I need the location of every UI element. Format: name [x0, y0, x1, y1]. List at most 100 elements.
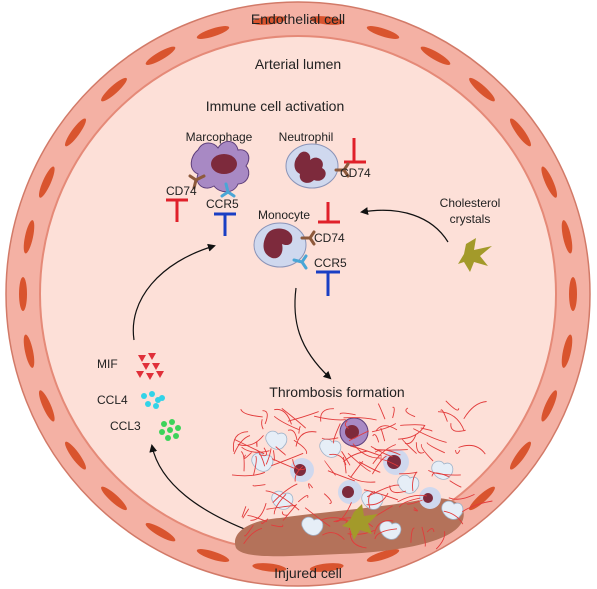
fibrin-strand [320, 408, 334, 422]
fibrin-strand [420, 444, 434, 462]
fibrin-strand [273, 415, 299, 431]
fibrin-strand [445, 400, 460, 411]
fibrin-strand [243, 452, 252, 459]
macrophage-cell [188, 141, 250, 198]
fibrin-strand [426, 528, 435, 533]
macrophage-label: Marcophage [185, 130, 253, 144]
cholesterol-crystals-label-line2: crystals [449, 212, 491, 226]
fibrin-strand [341, 451, 351, 466]
fibrin-strand [437, 411, 465, 432]
fibrin-mesh [231, 400, 493, 550]
neutrophil-nucleus [294, 151, 326, 183]
fibrin-strand [450, 423, 466, 432]
ccl3-particle [175, 425, 181, 431]
fibrin-strand [243, 527, 263, 545]
arrow-cholesterol-to-monocyte [360, 207, 449, 243]
fibrin-strand [410, 527, 415, 543]
fibrin-strand [366, 484, 400, 498]
mif-particle [146, 373, 154, 380]
fibrin-strand [324, 460, 336, 476]
trapped-cell-3-nucleus [342, 486, 354, 498]
endothelial-nucleus [469, 486, 495, 511]
trapped-cell-4-nucleus [423, 493, 433, 503]
fibrin-strand [455, 449, 461, 454]
fibrin-strand [349, 530, 367, 549]
platelet-clusters [251, 430, 464, 540]
fibrin-strand [297, 495, 309, 503]
ccl4-label: CCL4 [97, 393, 128, 407]
fibrin-strand [405, 407, 416, 418]
inhibitor-ccr5-macrophage [214, 212, 236, 236]
fibrin-strand [413, 507, 418, 512]
macrophage-ccr5-receptor [220, 182, 236, 198]
fibrin-strand [392, 406, 395, 419]
neutrophil-cd74-label: CD74 [340, 166, 371, 180]
fibrin-strand [348, 430, 369, 442]
fibrin-strand [321, 437, 339, 440]
fibrin-strand [292, 459, 306, 471]
fibrin-strand [240, 408, 263, 418]
fibrin-strand [274, 408, 292, 425]
endothelial-nucleus [561, 220, 573, 254]
fibrin-strand [294, 465, 304, 482]
fibrin-strand [333, 423, 341, 444]
endothelial-nucleus [101, 486, 127, 511]
endothelial-cell-label: Endothelial cell [250, 11, 346, 27]
fibrin-strand [373, 520, 394, 535]
fibrin-strand [262, 410, 268, 425]
fibrin-strand [374, 449, 401, 456]
fibrin-strand [335, 502, 352, 523]
fibrin-strand [322, 532, 345, 540]
fibrin-strand [372, 444, 396, 465]
fibrin-strand [358, 461, 381, 473]
fibrin-strand [375, 425, 398, 432]
endothelial-nucleus [252, 16, 287, 25]
ccl4-particle [141, 393, 147, 399]
mif-particle [138, 355, 146, 362]
ccl4-particle [153, 403, 159, 409]
endothelial-nucleus [309, 563, 344, 572]
fibrin-strand [431, 472, 450, 478]
endothelial-nucleus [145, 523, 176, 542]
fibrin-strand [343, 450, 368, 463]
fibrin-strand [370, 446, 393, 457]
fibrin-strand [458, 444, 486, 455]
fibrin-strand [272, 450, 275, 462]
fibrin-strand [241, 446, 270, 453]
endothelial-nucleus [469, 77, 495, 102]
fibrin-strand [421, 526, 426, 547]
thrombus-cholesterol-crystal [342, 504, 378, 540]
fibrin-strand [295, 431, 317, 447]
mif-particle [152, 363, 160, 370]
monocyte-nucleus [263, 228, 293, 259]
fibrin-strand [347, 474, 376, 483]
ccl4-particle [159, 395, 165, 401]
platelet-cluster [251, 452, 274, 472]
fibrin-strand [304, 507, 331, 527]
macrophage-nucleus [211, 154, 237, 174]
fibrin-strand [368, 490, 376, 509]
fibrin-strand [231, 471, 266, 477]
macrophage-ccr5-label: CCR5 [206, 197, 239, 211]
fibrin-strand [398, 497, 421, 508]
endothelial-nucleus [561, 334, 573, 368]
fibrin-strand [413, 428, 447, 443]
monocyte-label: Monocyte [258, 208, 311, 222]
endothelial-nucleus [541, 166, 558, 198]
ccl3-particle [173, 433, 179, 439]
endothelial-nucleus [64, 441, 87, 470]
fibrin-strand [242, 508, 249, 519]
thrombosis-formation-label: Thrombosis formation [269, 384, 405, 400]
fibrin-strand [399, 471, 418, 475]
endothelial-nucleus [23, 220, 35, 254]
neutrophil-cd74-receptor [334, 162, 350, 178]
monocyte-cell [253, 222, 316, 270]
fibrin-strand [389, 485, 407, 494]
fibrin-strand [313, 415, 346, 421]
arrow-mif-to-macrophage [132, 243, 216, 341]
monocyte-ccr5-label: CCR5 [314, 256, 347, 270]
fibrin-strand [233, 435, 251, 455]
fibrin-strand [244, 524, 254, 537]
